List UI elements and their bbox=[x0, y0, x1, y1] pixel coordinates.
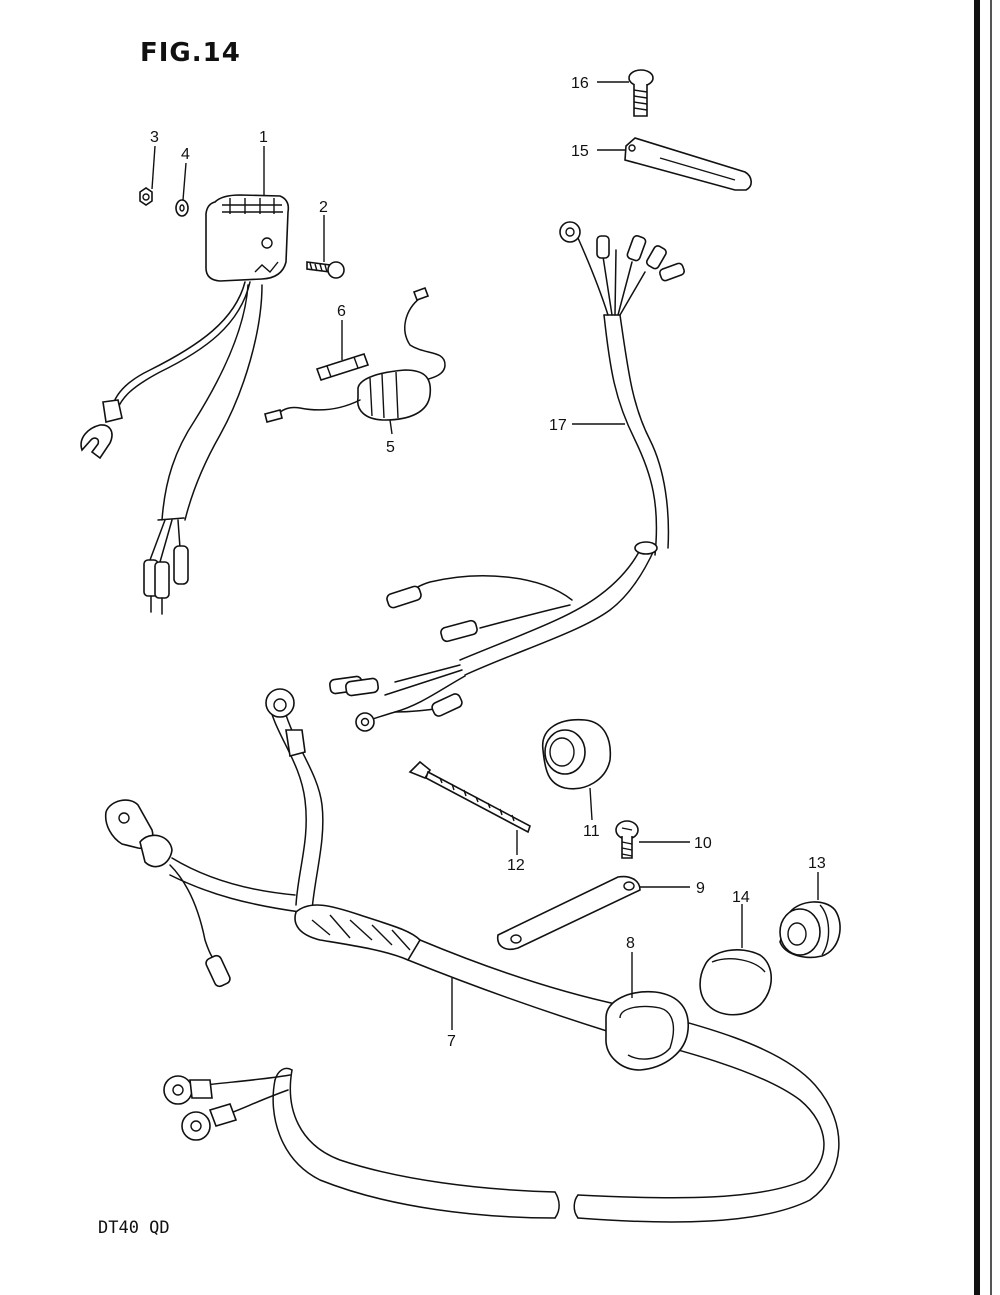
callout-10: 10 bbox=[694, 835, 712, 852]
callout-14: 14 bbox=[732, 889, 750, 906]
bushing-part-13 bbox=[779, 901, 841, 959]
callout-9: 9 bbox=[696, 880, 705, 897]
model-code: DT40 QD bbox=[98, 1218, 170, 1238]
callout-11: 11 bbox=[583, 823, 600, 840]
leader-lines bbox=[151, 81, 819, 1030]
grommet-part-11 bbox=[542, 718, 612, 790]
plate-part-9 bbox=[496, 875, 641, 951]
callout-13: 13 bbox=[808, 855, 826, 872]
callout-12: 12 bbox=[507, 857, 525, 874]
grommet-part-8 bbox=[605, 990, 689, 1071]
callout-6: 6 bbox=[337, 303, 346, 320]
fuse-part-6 bbox=[315, 353, 370, 381]
cap-part-14 bbox=[699, 949, 772, 1016]
callout-16: 16 bbox=[571, 75, 589, 92]
nut-part-3 bbox=[139, 187, 153, 206]
callout-8: 8 bbox=[626, 935, 635, 952]
harness-part-7 bbox=[104, 688, 840, 1223]
callout-15: 15 bbox=[571, 143, 589, 160]
screw-part-2 bbox=[306, 261, 345, 279]
cable-tie-part-12 bbox=[408, 760, 531, 834]
fuse-holder-part-5 bbox=[264, 286, 446, 423]
regulator-leads bbox=[80, 281, 263, 615]
bolt-part-16 bbox=[628, 69, 654, 117]
washer-part-4 bbox=[175, 199, 189, 217]
clamp-part-15 bbox=[624, 137, 752, 191]
screw-part-10 bbox=[615, 820, 639, 859]
callout-4: 4 bbox=[181, 146, 190, 163]
callout-7: 7 bbox=[447, 1033, 456, 1050]
callout-3: 3 bbox=[150, 129, 159, 146]
callout-1: 1 bbox=[259, 129, 268, 146]
figure-title: FIG.14 bbox=[140, 38, 241, 68]
callout-17: 17 bbox=[549, 417, 567, 434]
callout-numbers: 1 2 3 4 5 6 7 8 9 10 11 12 13 14 15 16 1… bbox=[150, 75, 826, 1050]
harness-part-17 bbox=[329, 221, 686, 732]
scan-edge-line bbox=[990, 0, 992, 1295]
scan-edge-bar bbox=[974, 0, 980, 1295]
callout-5: 5 bbox=[386, 439, 395, 456]
callout-2: 2 bbox=[319, 199, 328, 216]
regulator-part bbox=[205, 194, 290, 282]
